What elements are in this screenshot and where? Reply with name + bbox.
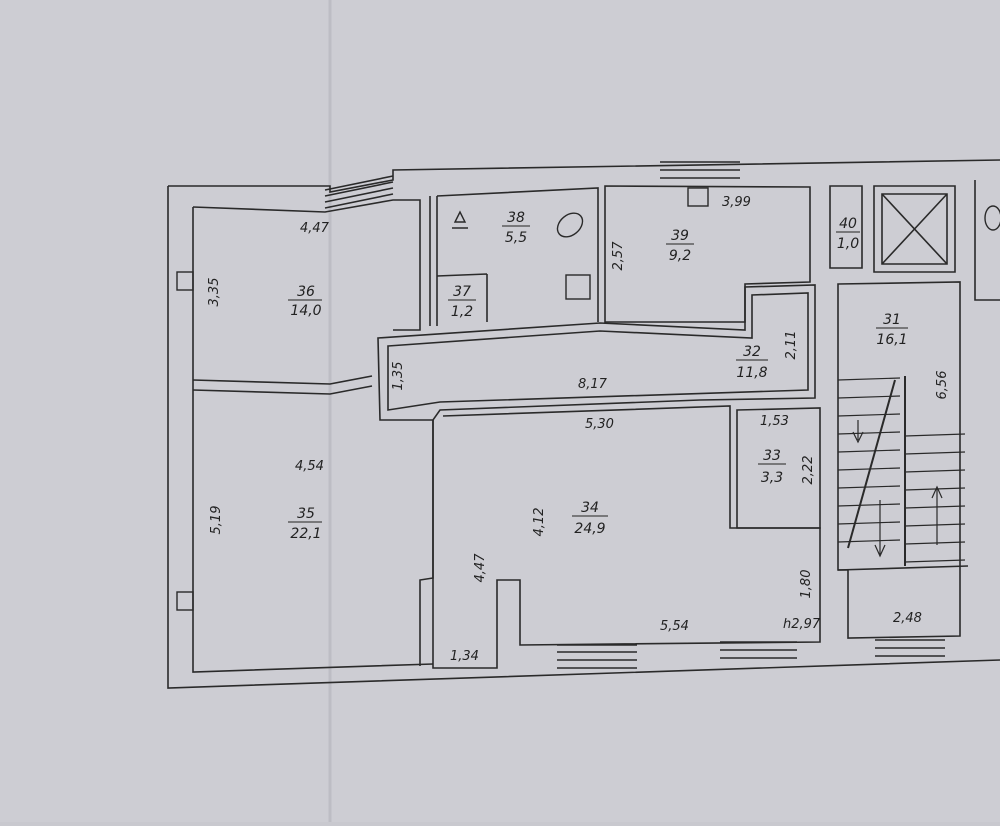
room-labels: 36 14,0 35 22,1 37 1,2 38 5,5 39 9,2 40 … (288, 210, 908, 542)
room-area: 3,3 (761, 470, 783, 486)
room-number: 39 (671, 228, 689, 244)
inner-wall-bottom (192, 207, 434, 673)
room-number: 36 (297, 284, 315, 300)
room-number: 40 (839, 216, 857, 232)
dim-2-48: 2,48 (893, 611, 922, 626)
sink-room-39 (687, 187, 709, 207)
column-top (176, 271, 194, 291)
dimension-labels: 4,47 3,35 4,54 5,19 1,34 4,47 4,12 5,30 … (207, 195, 950, 664)
window-bottom-middle (720, 641, 797, 659)
dim-h2-97: h2,97 (783, 617, 821, 632)
room-number: 35 (297, 506, 315, 522)
room-area: 24,9 (574, 521, 605, 537)
room-32-label: 32 11,8 (736, 344, 768, 381)
dim-3-99: 3,99 (722, 195, 751, 210)
elevator-cross (881, 193, 948, 265)
room-32-inner (387, 292, 809, 411)
dim-1-53: 1,53 (760, 414, 789, 429)
wall-37-left (429, 196, 438, 326)
dim-8-17: 8,17 (578, 377, 608, 392)
room-area: 14,0 (290, 303, 321, 319)
dim-2-57: 2,57 (611, 241, 626, 271)
room-38-wall (436, 187, 599, 322)
column-bottom (176, 591, 194, 611)
staircase (837, 376, 966, 566)
room-area: 9,2 (669, 248, 691, 264)
room-number: 34 (581, 500, 599, 516)
room-area: 1,2 (451, 304, 473, 320)
dim-2-11: 2,11 (784, 331, 799, 360)
toilet-right-icon (984, 205, 1000, 231)
dim-4-47-side: 4,47 (473, 553, 488, 583)
window-top-middle (660, 161, 740, 179)
room-area: 1,0 (837, 236, 859, 252)
room-31-label: 31 16,1 (876, 312, 908, 348)
room-36-label: 36 14,0 (288, 284, 322, 319)
toilet-icon (556, 212, 584, 238)
room-40-label: 40 1,0 (836, 216, 860, 252)
dim-5-30: 5,30 (585, 417, 614, 432)
room-area: 22,1 (290, 526, 321, 542)
fixtures (176, 187, 1000, 611)
room-34-label: 34 24,9 (572, 500, 608, 537)
room-number: 33 (763, 448, 781, 464)
dim-4-54: 4,54 (295, 459, 324, 474)
room-36-wall (192, 199, 421, 331)
dim-4-47-top: 4,47 (300, 221, 330, 236)
room-area: 5,5 (505, 230, 527, 246)
window-bottom-right (875, 639, 945, 657)
room-34-wall (432, 405, 821, 669)
window-bottom-left (557, 644, 637, 669)
outer-wall-bottom (167, 186, 1000, 689)
dim-2-22: 2,22 (801, 456, 816, 485)
room-38-label: 38 5,5 (502, 210, 530, 246)
room-number: 32 (743, 344, 761, 360)
room-32-corridor (377, 284, 816, 421)
room-number: 37 (453, 284, 471, 300)
room-33-wall (736, 407, 821, 529)
room-33-label: 33 3,3 (758, 448, 786, 486)
shower-icon (452, 210, 468, 229)
room-area: 16,1 (876, 332, 907, 348)
room-35-top-wall (192, 385, 373, 395)
room-number: 38 (507, 210, 525, 226)
dim-3-35: 3,35 (207, 278, 222, 307)
dim-1-35: 1,35 (391, 362, 406, 391)
room-number: 31 (883, 312, 901, 328)
dim-6-56: 6,56 (935, 371, 950, 400)
room-39-label: 39 9,2 (666, 228, 694, 264)
room-36-bottom-wall (192, 375, 373, 385)
wall-34-left (419, 420, 434, 666)
dim-4-12: 4,12 (532, 508, 547, 537)
dim-5-19: 5,19 (209, 506, 224, 535)
dim-1-80: 1,80 (799, 570, 814, 599)
room-39-wall (604, 185, 811, 323)
room-37-label: 37 1,2 (448, 284, 476, 320)
sink-room-38 (565, 274, 591, 300)
window-top-left (324, 175, 394, 209)
room-40-wall (829, 185, 863, 269)
dim-1-34: 1,34 (450, 649, 479, 664)
wall-right-edge (974, 180, 1000, 301)
stair-landing-line (837, 565, 969, 571)
outer-wall-top (168, 159, 1000, 193)
walls (167, 159, 1000, 689)
room-35-label: 35 22,1 (288, 506, 322, 542)
dim-5-54: 5,54 (660, 619, 689, 634)
room-area: 11,8 (736, 365, 767, 381)
